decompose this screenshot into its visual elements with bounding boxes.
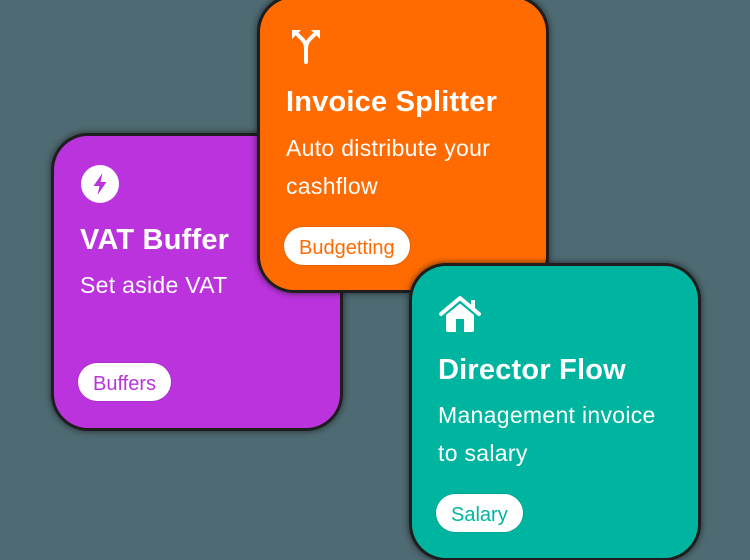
house-icon <box>438 294 482 334</box>
card-title: Director Flow <box>438 354 626 386</box>
card-title: VAT Buffer <box>80 224 230 256</box>
card-description: Set aside VAT <box>80 272 228 298</box>
card-description: Management invoice to salary <box>438 402 656 466</box>
card-director-flow[interactable]: Director Flow Management invoice to sala… <box>412 266 698 558</box>
card-title: Invoice Splitter <box>286 86 498 118</box>
tag-pill-buffers[interactable]: Buffers <box>78 363 171 401</box>
tag-pill-budgetting[interactable]: Budgetting <box>284 227 410 265</box>
split-arrows-icon <box>286 26 330 66</box>
card-description: Auto distribute your cashflow <box>286 135 491 199</box>
tag-pill-salary[interactable]: Salary <box>436 494 523 532</box>
lightning-bolt-icon <box>80 164 124 204</box>
card-invoice-splitter[interactable]: Invoice Splitter Auto distribute your ca… <box>260 0 546 290</box>
